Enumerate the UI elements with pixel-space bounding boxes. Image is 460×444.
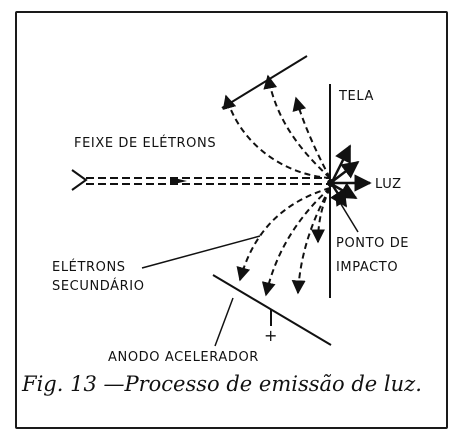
secondary-electron-up-3	[292, 96, 331, 179]
plus-sign: +	[264, 326, 278, 345]
figure-frame	[15, 11, 448, 429]
ponto-label-line2: IMPACTO	[336, 260, 398, 275]
eletrons-label-line2: SECUNDÁRIO	[52, 278, 145, 294]
ponto-label-line1: PONTO DE	[336, 236, 409, 251]
luz-label: LUZ	[375, 177, 402, 192]
secondary-electron-down-2	[261, 187, 331, 297]
secondary-electron-up-2	[263, 74, 331, 179]
tela-label: TELA	[338, 89, 374, 104]
figure-caption: Fig. 13 —Processo de emissão de luz.	[22, 372, 422, 396]
anodo-leader-line	[214, 297, 234, 347]
anodo-label: ANODO ACELERADOR	[108, 350, 259, 365]
feixe-label: FEIXE DE ELÉTRONS	[74, 135, 216, 151]
upper-anode-plate	[221, 55, 308, 109]
electron-beam-flare	[71, 169, 88, 191]
electron-beam-arrowhead	[170, 177, 187, 185]
eletrons-leader-line	[141, 235, 261, 269]
secondary-electron-down-3	[291, 187, 331, 295]
light-ray-2	[332, 160, 360, 182]
eletrons-label-line1: ELÉTRONS	[52, 259, 126, 275]
secondary-electron-up-1	[222, 94, 331, 179]
secondary-electron-down-4	[311, 187, 331, 244]
ponto-leader-line	[335, 195, 359, 233]
secondary-electron-down-1	[236, 187, 331, 282]
